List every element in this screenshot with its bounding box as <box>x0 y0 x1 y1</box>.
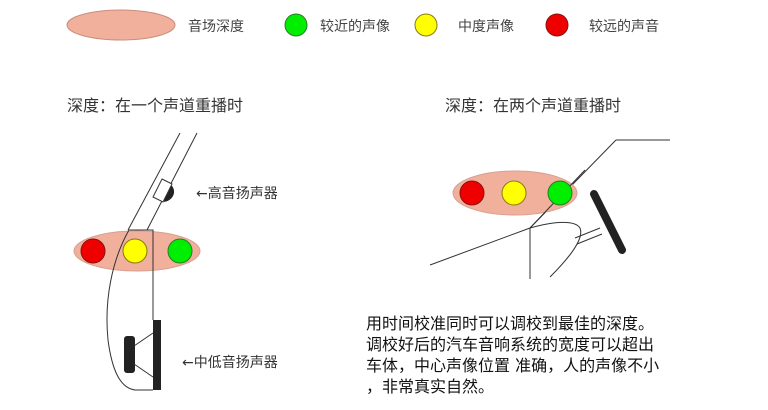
description-paragraph: 用时间校准同时可以调校到最佳的深度。 调校好后的汽车音响系统的宽度可以超出 车体… <box>366 313 726 397</box>
legend-label-stage: 音场深度 <box>188 19 244 35</box>
description-line: 车体，中心声像位置 准确，人的声像不小 <box>366 356 660 375</box>
description-line: 调校好后的汽车音响系统的宽度可以超出 <box>366 335 655 354</box>
right-mid-image <box>501 180 527 206</box>
tweeter-icon <box>152 178 175 203</box>
description-line: ，非常真实自然。 <box>366 377 495 396</box>
legend-stage-swatch <box>66 9 176 41</box>
woofer-label: ←中低音扬声器 <box>182 355 278 371</box>
tweeter-label: ←高音扬声器 <box>196 186 278 202</box>
legend-label-far: 较远的声音 <box>589 19 659 35</box>
description-line: 用时间校准同时可以调校到最佳的深度。 <box>366 314 655 333</box>
left-door-panel <box>106 229 154 391</box>
left-panel-title: 深度：在一个声道重播时 <box>67 96 244 115</box>
left-a-pillar <box>127 132 198 231</box>
legend-label-mid: 中度声像 <box>458 19 514 35</box>
right-far-image <box>459 180 485 206</box>
legend-mid-swatch <box>414 13 438 37</box>
legend-near-swatch <box>284 13 308 37</box>
left-mid-image <box>122 238 148 264</box>
right-panel-title: 深度：在两个声道重播时 <box>445 96 622 115</box>
right-near-image <box>547 180 573 206</box>
steering-wheel-icon <box>590 190 626 254</box>
legend-label-near: 较近的声像 <box>320 19 390 35</box>
left-near-image <box>167 238 193 264</box>
left-far-image <box>80 238 106 264</box>
legend-far-swatch <box>545 13 569 37</box>
woofer-icon <box>124 320 161 390</box>
